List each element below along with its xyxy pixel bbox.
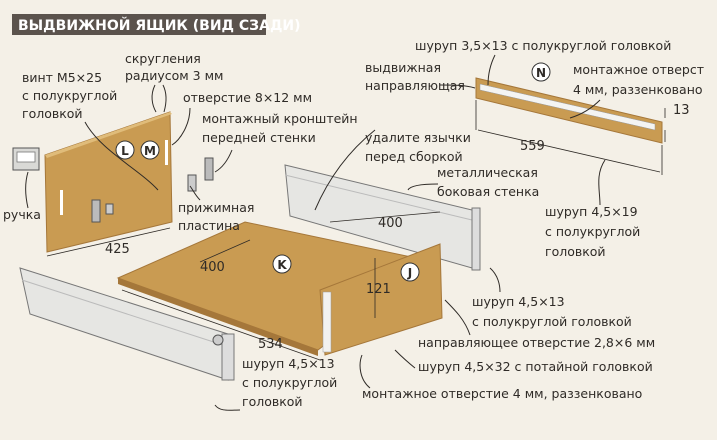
part-badge-k: K xyxy=(272,254,292,274)
label-screw-4-5x13-left-1: шуруп 4,5×13 xyxy=(242,356,335,371)
metal-side-wall xyxy=(284,164,481,271)
label-metal-side-2: боковая стенка xyxy=(437,184,539,199)
label-metal-side-1: металлическая xyxy=(437,165,538,180)
dim-bottom-depth: 400 xyxy=(200,260,225,275)
svg-text:L: L xyxy=(121,144,129,158)
label-screw-m5-1: винт М5×25 xyxy=(22,70,102,85)
label-screw-4-5x19-3: головкой xyxy=(545,244,606,259)
part-badge-j: J xyxy=(400,262,420,282)
dim-rail-height: 13 xyxy=(673,103,690,118)
label-mount-hole-rail-1: монтажное отверст xyxy=(573,62,704,77)
svg-text:N: N xyxy=(536,66,546,80)
label-rounding-2: радиусом 3 мм xyxy=(125,68,223,83)
label-slide-2: направляющая xyxy=(365,78,465,93)
label-screw-4-5x19-1: шуруп 4,5×19 xyxy=(545,204,638,219)
label-clamp-plate-1: прижимная xyxy=(178,200,254,215)
svg-text:K: K xyxy=(277,258,287,272)
dimension-lines xyxy=(46,100,666,361)
label-hole-8x12: отверстие 8×12 мм xyxy=(183,90,312,105)
label-pilot-hole: направляющее отверстие 2,8×6 мм xyxy=(418,335,655,350)
label-screw-m5-3: головкой xyxy=(22,106,83,121)
handle-part xyxy=(12,147,40,171)
callout-labels: скругления радиусом 3 мм винт М5×25 с по… xyxy=(3,38,704,409)
diagram-title: ВЫДВИЖНОЙ ЯЩИК (ВИД СЗАДИ) xyxy=(18,17,301,34)
label-slide-1: выдвижная xyxy=(365,60,441,75)
slide-rail xyxy=(475,77,663,144)
label-remove-tabs-2: перед сборкой xyxy=(365,149,463,164)
label-bracket-1: монтажный кронштейн xyxy=(202,111,358,126)
back-panel xyxy=(44,111,173,253)
label-screw-4-5x19-2: с полукруглой xyxy=(545,224,640,239)
label-handle: ручка xyxy=(3,207,41,222)
label-screw-m5-2: с полукруглой xyxy=(22,88,117,103)
part-badge-m: M xyxy=(140,140,160,160)
dimension-values: 13 559 400 400 425 121 534 xyxy=(105,103,690,352)
dim-back-width: 425 xyxy=(105,242,130,257)
label-screw-4-5x32: шуруп 4,5×32 с потайной головкой xyxy=(418,359,653,374)
label-screw-3-5x13: шуруп 3,5×13 с полукруглой головкой xyxy=(415,38,671,53)
dim-bottom-width: 534 xyxy=(258,337,283,352)
leader-lines xyxy=(25,54,606,411)
front-metal-wall xyxy=(19,267,235,381)
label-mount-hole-front: монтажное отверстие 4 мм, раззенковано xyxy=(362,386,642,401)
dim-rail-length: 559 xyxy=(520,139,545,154)
bracket-parts xyxy=(91,157,214,223)
svg-text:J: J xyxy=(407,266,412,280)
label-screw-4-5x13-left-2: с полукруглой xyxy=(242,375,337,390)
title-bar xyxy=(12,14,266,35)
label-rounding-1: скругления xyxy=(125,51,201,66)
label-mount-hole-rail-2: 4 мм, раззенковано xyxy=(573,82,703,97)
label-bracket-2: передней стенки xyxy=(202,130,316,145)
dim-side-depth: 400 xyxy=(378,216,403,231)
svg-text:M: M xyxy=(144,144,156,158)
part-badge-l: L xyxy=(115,140,135,160)
label-screw-4-5x13-right-1: шуруп 4,5×13 xyxy=(472,294,565,309)
label-screw-4-5x13-right-2: с полукруглой головкой xyxy=(472,314,632,329)
label-remove-tabs-1: удалите язычки xyxy=(365,130,471,145)
label-screw-4-5x13-left-3: головкой xyxy=(242,394,303,409)
dim-front-height: 121 xyxy=(366,282,391,297)
part-badge-n: N xyxy=(531,62,551,82)
label-clamp-plate-2: пластина xyxy=(178,218,240,233)
